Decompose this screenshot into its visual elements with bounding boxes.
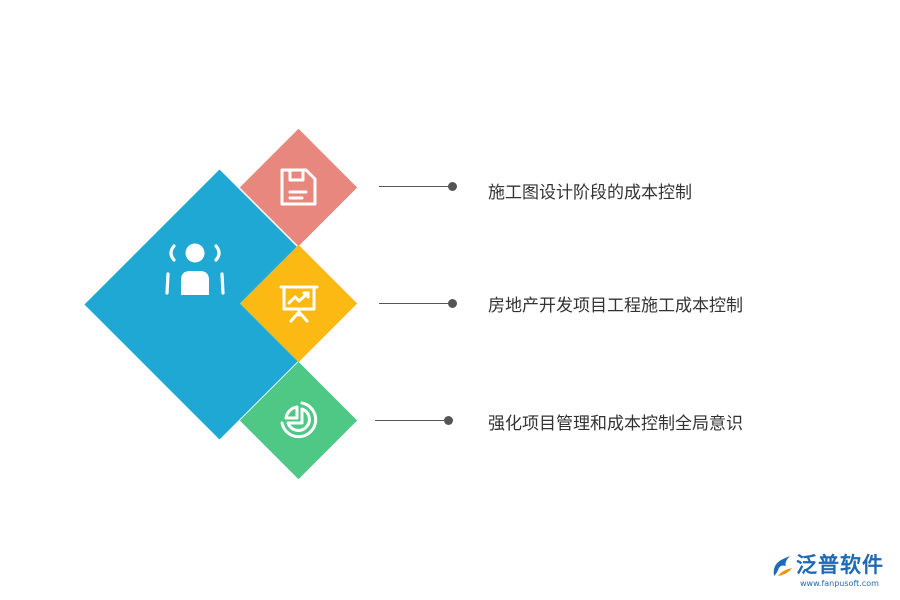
save-document-icon bbox=[278, 167, 318, 207]
connector-dot-1 bbox=[448, 182, 457, 191]
connector-line-2 bbox=[379, 303, 451, 304]
connector-line-3 bbox=[375, 420, 449, 421]
connector-dot-3 bbox=[444, 416, 453, 425]
brand-logo: 泛普软件 www.fanpusoft.com bbox=[770, 552, 892, 596]
connector-line-1 bbox=[379, 186, 451, 187]
logo-url: www.fanpusoft.com bbox=[800, 579, 879, 588]
pie-chart-icon bbox=[278, 399, 320, 441]
item-label-1: 施工图设计阶段的成本控制 bbox=[488, 183, 692, 203]
logo-name: 泛普软件 bbox=[796, 553, 884, 577]
item-label-2: 房地产开发项目工程施工成本控制 bbox=[488, 296, 743, 316]
presentation-chart-icon bbox=[278, 283, 320, 325]
connector-dot-2 bbox=[448, 299, 457, 308]
user-icon bbox=[164, 240, 226, 298]
item-label-3: 强化项目管理和成本控制全局意识 bbox=[488, 414, 743, 434]
logo-mark-icon bbox=[770, 554, 796, 584]
